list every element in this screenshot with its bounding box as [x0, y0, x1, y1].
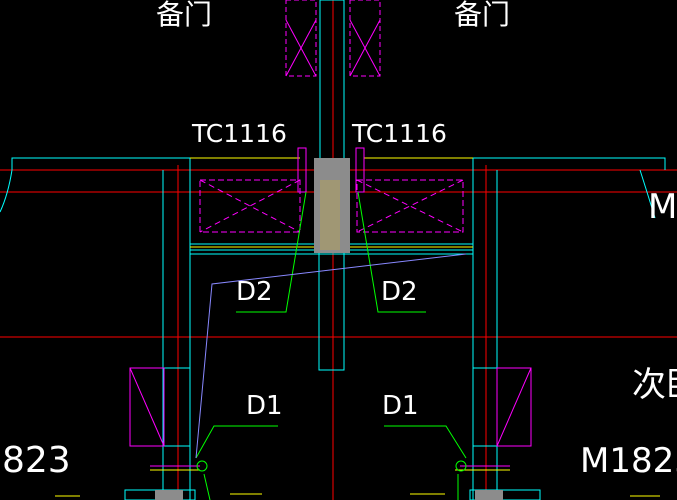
- door-label-right: M1823: [580, 441, 677, 481]
- window-label-tc-left: TC1116: [191, 119, 287, 148]
- room-label-right: 次卧: [632, 365, 677, 405]
- door-label-left: 823: [2, 440, 71, 481]
- room-label-top-left: 备门: [156, 0, 212, 31]
- window-hatch: [129, 0, 532, 467]
- tag-label-d2-left: D2: [236, 277, 273, 307]
- tag-label-d2-right: D2: [381, 277, 418, 307]
- detail-lines: [55, 157, 660, 497]
- labels: 备门 备门 TC1116 TC1116 D2 D2 D1 D1 823 M182…: [2, 0, 677, 481]
- edge-label-right: M: [648, 187, 677, 227]
- tag-label-d1-right: D1: [382, 391, 419, 421]
- window-label-tc-right: TC1116: [351, 119, 447, 148]
- column-fill: [155, 158, 503, 500]
- room-label-top-right: 备门: [454, 0, 510, 31]
- leader-lines: [195, 191, 467, 500]
- note-lines: [195, 253, 467, 459]
- tag-label-d1-left: D1: [246, 391, 283, 421]
